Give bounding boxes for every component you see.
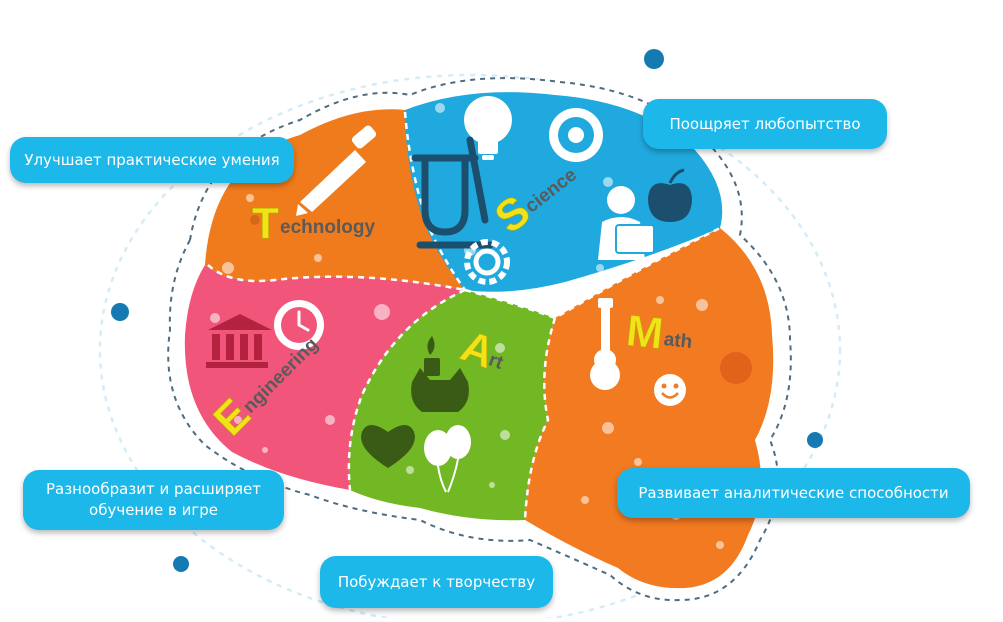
orbit-ring [98, 73, 842, 622]
callout-math: Развивает аналитические способности [617, 468, 970, 518]
callout-technology: Улучшает практические умения [10, 137, 294, 183]
medal-icon [549, 108, 603, 162]
lightbulb-icon [464, 96, 512, 160]
callout-technology-text: Улучшает практические умения [24, 150, 280, 169]
heart-icon [361, 425, 415, 468]
accent-dot [720, 352, 752, 384]
gear-icon [464, 239, 510, 285]
callout-math-text: Развивает аналитические способности [638, 483, 949, 502]
callout-science: Поощряет любопытство [643, 99, 887, 149]
technology-initial: T [252, 199, 279, 248]
accent-dot [250, 215, 260, 225]
math-initial: M [624, 306, 666, 359]
segment-engineering [184, 265, 465, 490]
orbit-dots [111, 49, 823, 572]
bank-icon [206, 314, 272, 368]
callout-art: Побуждает к творчеству [320, 556, 553, 608]
apple-icon [648, 168, 692, 222]
math-label: ath [663, 329, 694, 353]
confetti-dots [210, 103, 724, 549]
balloons-icon [424, 425, 471, 493]
clock-icon [274, 300, 324, 350]
teacher-icon [598, 186, 655, 260]
callout-engineering-line2: обучение в игре [89, 501, 218, 519]
cat-icon [411, 368, 469, 412]
callout-art-text: Побуждает к творчеству [337, 572, 536, 591]
callout-science-text: Поощряет любопытство [669, 114, 861, 133]
microscope-icon [411, 136, 494, 249]
smiley-icon [654, 374, 686, 406]
technology-label: echnology [280, 217, 375, 238]
label-math: M ath [624, 306, 694, 359]
callout-engineering-line1: Разнообразит и расширяет [45, 480, 262, 498]
callout-engineering: Разнообразит и расширяет обучение в игре [23, 470, 284, 530]
label-technology: T echnology [252, 199, 376, 249]
pen-icon [296, 125, 377, 216]
guitar-icon [590, 298, 620, 390]
candle-icon [424, 336, 440, 376]
